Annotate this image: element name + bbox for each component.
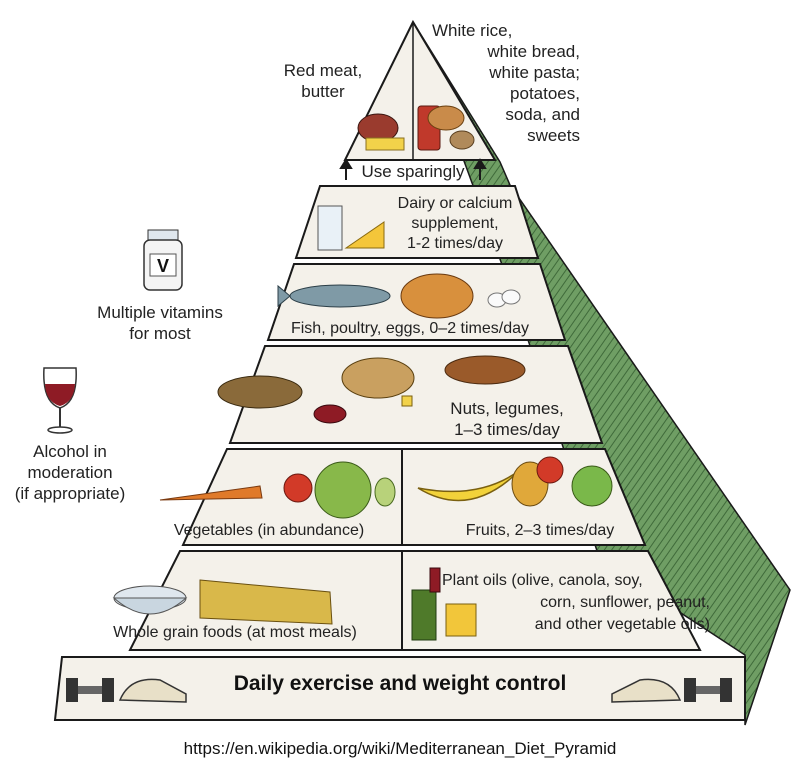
vegetables-illustration xyxy=(159,461,396,519)
plant-oils-illustration xyxy=(411,567,477,641)
fish-poultry-illustration xyxy=(277,273,521,319)
label-white-carbs-sweets: White rice, white bread, white pasta; po… xyxy=(432,21,580,145)
label-vegetables: Vegetables (in abundance) xyxy=(173,522,365,539)
pyramid-tier-exercise xyxy=(53,656,746,721)
label-fruits: Fruits, 2–3 times/day xyxy=(465,522,615,539)
vitamin-bottle-letter: V xyxy=(157,256,169,276)
label-alcohol-moderation: Alcohol in moderation (if appropriate) xyxy=(14,442,126,503)
label-red-meat-butter: Red meat, butter xyxy=(283,61,363,101)
label-dairy: Dairy or calcium supplement, 1-2 times/d… xyxy=(397,195,513,252)
vitamin-bottle-icon: V xyxy=(143,229,183,291)
source-url: https://en.wikipedia.org/wiki/Mediterran… xyxy=(183,739,617,758)
label-use-sparingly: Use sparingly xyxy=(361,162,465,181)
bread-sweets-illustration xyxy=(417,105,475,151)
use-sparingly-arrows xyxy=(339,158,487,180)
dumbbell-left-icon xyxy=(66,678,114,702)
pyramid-tier-dairy xyxy=(294,185,540,259)
wine-glass-icon xyxy=(43,367,77,434)
fruits-illustration xyxy=(417,456,613,507)
label-nuts-legumes: Nuts, legumes, 1–3 times/day xyxy=(450,399,564,439)
sneaker-right-icon xyxy=(611,678,682,703)
sneaker-left-icon xyxy=(118,678,187,703)
label-daily-exercise: Daily exercise and weight control xyxy=(233,672,567,695)
red-meat-butter-illustration xyxy=(357,113,405,151)
label-whole-grains: Whole grain foods (at most meals) xyxy=(113,624,357,641)
dumbbell-right-icon xyxy=(684,678,732,702)
label-multiple-vitamins: Multiple vitamins for most xyxy=(97,303,223,343)
whole-grain-illustration xyxy=(112,579,333,625)
label-plant-oils: Plant oils (olive, canola, soy, corn, su… xyxy=(442,572,710,633)
dairy-illustration xyxy=(317,205,385,251)
nuts-legumes-illustration xyxy=(217,355,526,424)
label-fish-poultry-eggs: Fish, poultry, eggs, 0–2 times/day xyxy=(290,320,530,337)
